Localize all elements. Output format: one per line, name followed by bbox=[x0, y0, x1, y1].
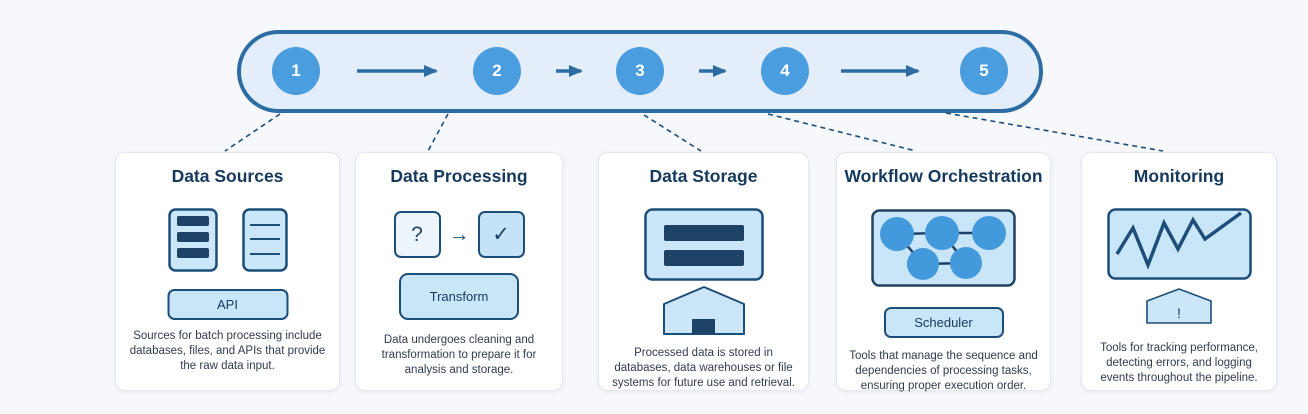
connector-line-1 bbox=[224, 113, 281, 152]
alert-house-icon: ! bbox=[1146, 288, 1212, 324]
workflow-icons bbox=[837, 209, 1050, 287]
step-number: 4 bbox=[780, 61, 790, 80]
data-processing-icons: ? → ✓ bbox=[356, 211, 562, 258]
card-data-processing: Data Processing ? → ✓ Transform Data und… bbox=[355, 152, 563, 391]
data-storage-icons bbox=[599, 208, 808, 281]
check-glyph: ✓ bbox=[492, 223, 510, 246]
data-sources-icons bbox=[116, 208, 339, 272]
connector-line-5 bbox=[945, 112, 1164, 152]
card-description: Data undergoes cleaning and transformati… bbox=[381, 334, 537, 376]
step-circle-4: 4 bbox=[761, 47, 809, 95]
alert-glyph: ! bbox=[1177, 305, 1181, 321]
alert-house-row: ! bbox=[1082, 288, 1276, 325]
question-glyph: ? bbox=[411, 222, 423, 246]
step-circle-2: 2 bbox=[473, 47, 521, 95]
card-data-storage: Data Storage Processed data is stored in… bbox=[598, 152, 809, 391]
card-description: Tools for tracking performance, detectin… bbox=[1100, 342, 1258, 384]
card-title: Monitoring bbox=[1133, 166, 1225, 186]
scheduler-badge: Scheduler bbox=[883, 307, 1004, 338]
warehouse-icon bbox=[662, 286, 745, 335]
step-circle-1: 1 bbox=[272, 47, 320, 95]
card-data-sources: Data Sources API Sources for batch proce… bbox=[115, 152, 340, 391]
line-chart-monitor-icon bbox=[1106, 208, 1252, 280]
arrow-icon: → bbox=[448, 223, 470, 246]
check-box-icon: ✓ bbox=[477, 211, 525, 258]
document-icon bbox=[241, 208, 288, 272]
step-number: 2 bbox=[492, 61, 502, 80]
question-box-icon: ? bbox=[393, 211, 441, 258]
card-description: Processed data is stored in databases, d… bbox=[612, 347, 795, 389]
card-title: Workflow Orchestration bbox=[844, 166, 1043, 186]
card-workflow-orchestration: Workflow Orchestration Scheduler Tools t… bbox=[836, 152, 1051, 392]
card-monitoring: Monitoring ! Tools for tracking performa… bbox=[1081, 152, 1277, 391]
card-title: Data Storage bbox=[649, 166, 758, 186]
step-number: 1 bbox=[291, 61, 301, 80]
connector-line-3 bbox=[643, 114, 702, 152]
api-badge: API bbox=[167, 289, 288, 320]
step-number: 3 bbox=[635, 61, 645, 80]
database-icon bbox=[167, 208, 218, 272]
warehouse-row bbox=[599, 286, 808, 336]
card-description: Sources for batch processing include dat… bbox=[129, 330, 326, 372]
connector-line-2 bbox=[427, 113, 449, 152]
card-description: Tools that manage the sequence and depen… bbox=[849, 350, 1038, 392]
card-title: Data Sources bbox=[171, 166, 284, 186]
storage-drive-icon bbox=[643, 208, 764, 281]
monitoring-icons bbox=[1082, 208, 1276, 280]
transform-badge: Transform bbox=[399, 273, 519, 320]
step-circle-3: 3 bbox=[616, 47, 664, 95]
step-circle-5: 5 bbox=[960, 47, 1008, 95]
connector-line-4 bbox=[767, 113, 917, 152]
dag-graph-icon bbox=[871, 209, 1016, 287]
card-title: Data Processing bbox=[390, 166, 528, 186]
step-number: 5 bbox=[979, 61, 989, 80]
